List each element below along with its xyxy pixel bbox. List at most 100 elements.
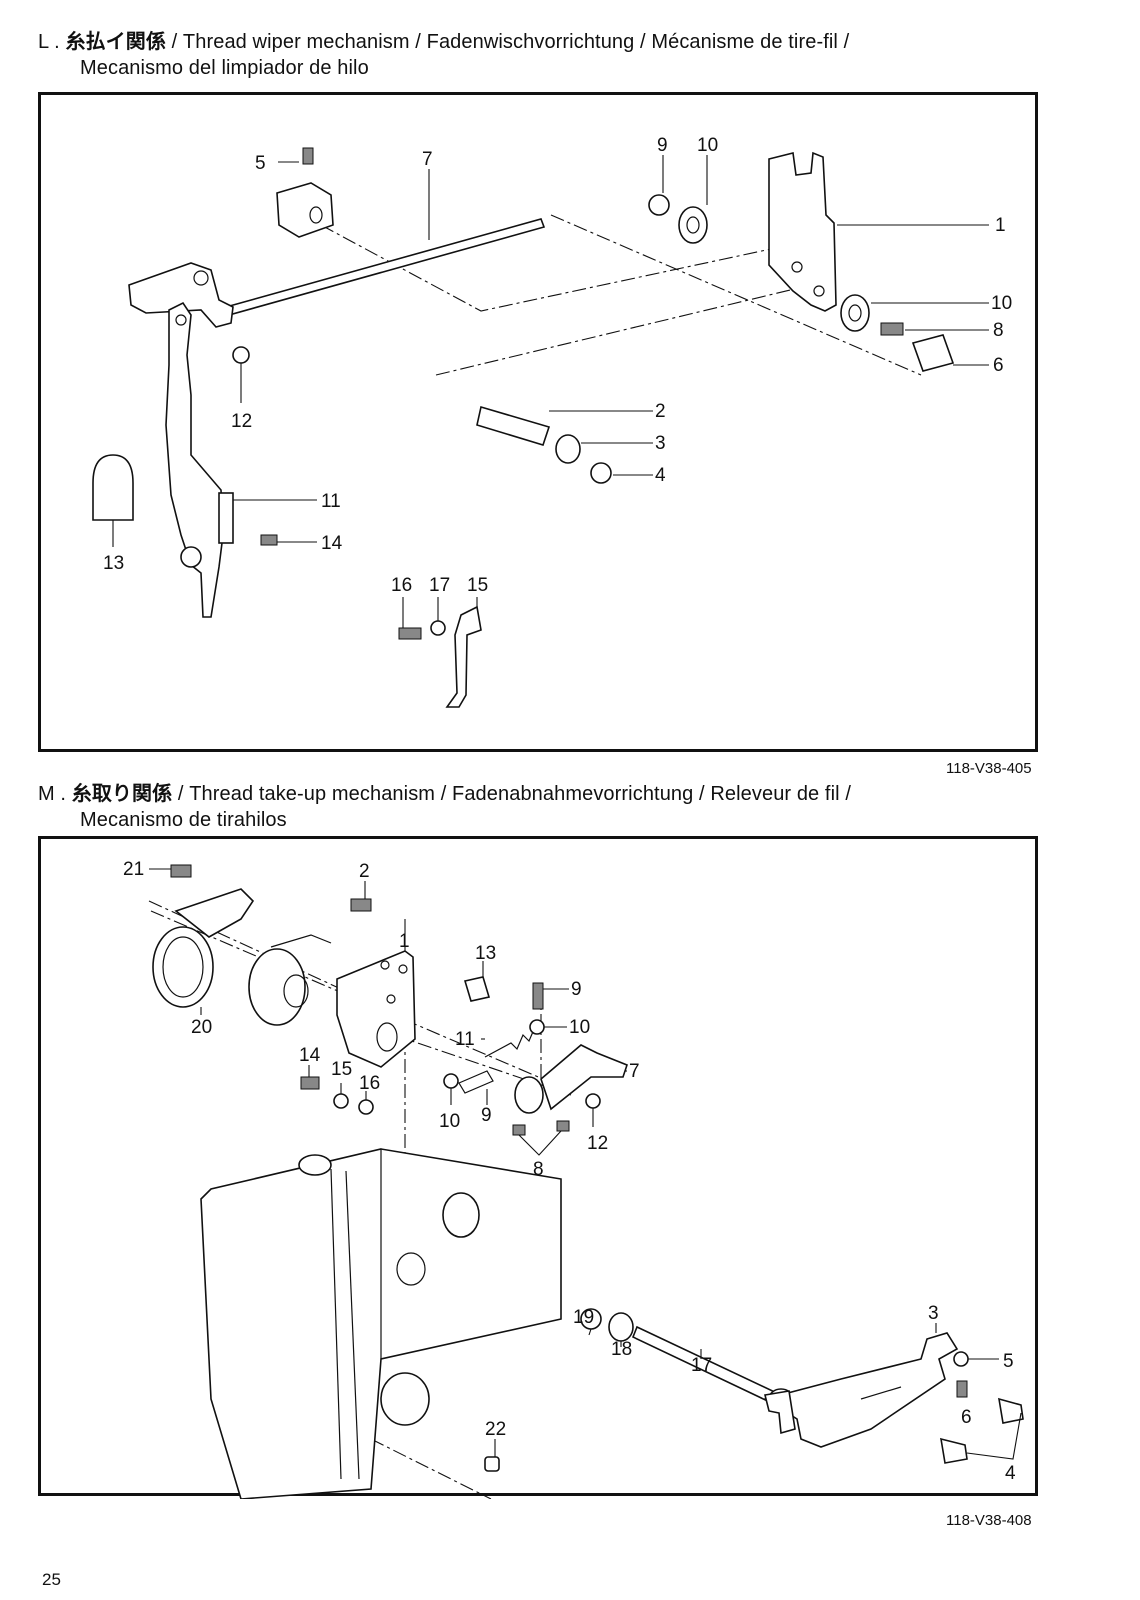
label-5: 5 bbox=[255, 153, 266, 174]
lever-pivot bbox=[180, 546, 202, 568]
cam-rod bbox=[270, 934, 332, 948]
part-12-ring bbox=[232, 346, 250, 364]
part-10-nut bbox=[529, 1019, 545, 1035]
label-1: 1 bbox=[995, 215, 1006, 236]
part-13-cap bbox=[92, 454, 134, 521]
label-1: 1 bbox=[399, 931, 410, 952]
label-15: 15 bbox=[331, 1059, 352, 1080]
plate-slot bbox=[376, 1022, 398, 1052]
washer-hole bbox=[686, 216, 700, 234]
section-l-heading: L . 糸払イ関係 / Thread wiper mechanism / Fad… bbox=[38, 28, 849, 81]
assembly-line bbox=[435, 284, 812, 376]
clamp-inner bbox=[162, 936, 204, 998]
section-m-subtitle: Mecanismo de tirahilos bbox=[80, 809, 287, 831]
section-m-heading: M . 糸取り関係 / Thread take-up mechanism / F… bbox=[38, 780, 851, 833]
wiper-lever bbox=[165, 301, 224, 618]
arm-edge bbox=[330, 1168, 342, 1480]
leader bbox=[966, 1412, 1022, 1460]
part-9-stud-lower bbox=[458, 1070, 494, 1094]
label-8: 8 bbox=[533, 1159, 544, 1180]
arm-oil-hole bbox=[298, 1154, 332, 1176]
plate-hole bbox=[398, 964, 408, 974]
label-8: 8 bbox=[993, 320, 1004, 341]
part-16-screw bbox=[398, 627, 422, 640]
label-17: 17 bbox=[691, 1355, 712, 1376]
part-2-screw bbox=[350, 898, 372, 912]
part-13-block bbox=[463, 976, 491, 1002]
part-4-screw bbox=[998, 1397, 1024, 1424]
label-22: 22 bbox=[485, 1419, 506, 1440]
section-l-subtitle: Mecanismo del limpiador de hilo bbox=[80, 57, 369, 79]
part-14-screw bbox=[300, 1076, 320, 1090]
part-10-washer bbox=[678, 206, 708, 244]
part-22-plug bbox=[484, 1456, 500, 1472]
label-13: 13 bbox=[475, 943, 496, 964]
part-5-nut bbox=[953, 1351, 969, 1367]
collar-hole bbox=[309, 206, 323, 224]
part-16-washer bbox=[358, 1099, 374, 1115]
part-10-nut bbox=[443, 1073, 459, 1089]
label-3: 3 bbox=[928, 1303, 939, 1324]
label-10-top: 10 bbox=[697, 135, 718, 156]
label-4: 4 bbox=[1005, 1463, 1016, 1484]
leader bbox=[518, 1130, 562, 1156]
arm-shaft-bore bbox=[442, 1192, 480, 1238]
label-6: 6 bbox=[993, 355, 1004, 376]
assembly-line bbox=[550, 214, 922, 376]
arm-edge bbox=[345, 1170, 360, 1480]
label-7: 7 bbox=[422, 149, 433, 170]
part-7-shaft bbox=[224, 218, 546, 316]
section-l-prefix: L . bbox=[38, 31, 66, 53]
part-4-screw bbox=[940, 1437, 968, 1464]
label-12: 12 bbox=[587, 1133, 608, 1154]
crank-hole bbox=[193, 270, 209, 286]
thread-guide-hub bbox=[514, 1076, 544, 1114]
label-14: 14 bbox=[299, 1045, 321, 1066]
part-3-washer bbox=[555, 434, 581, 464]
washer-hole bbox=[848, 304, 862, 322]
label-16: 16 bbox=[359, 1073, 380, 1094]
page-number: 25 bbox=[42, 1570, 61, 1589]
part-8-screw bbox=[556, 1120, 570, 1132]
plate-hole bbox=[380, 960, 390, 970]
label-10-lower: 10 bbox=[439, 1111, 460, 1132]
clamp-arm bbox=[174, 888, 255, 938]
part-12-screw bbox=[585, 1093, 601, 1109]
diagram-l-frame: 1 2 3 4 5 6 7 8 9 10 10 11 12 13 14 15 1… bbox=[38, 92, 1038, 752]
assembly-line bbox=[370, 1438, 492, 1499]
label-7: 7 bbox=[629, 1061, 640, 1082]
part-17-washer bbox=[430, 620, 446, 636]
bracket-hole bbox=[791, 261, 803, 273]
label-10: 10 bbox=[991, 293, 1012, 314]
crank-arm bbox=[128, 262, 234, 328]
figure-code-m: 118-V38-408 bbox=[946, 1512, 1032, 1529]
section-m-title: / Thread take-up mechanism / Fadenabnahm… bbox=[172, 783, 851, 805]
section-l-jp-title: 糸払イ関係 bbox=[65, 29, 166, 53]
part-15-hook bbox=[445, 605, 482, 708]
collar bbox=[276, 182, 334, 238]
lever-hole bbox=[175, 314, 187, 326]
assembly-line bbox=[320, 224, 772, 312]
bracket-hole bbox=[813, 285, 825, 297]
cam-hub bbox=[283, 974, 309, 1008]
label-13: 13 bbox=[103, 553, 124, 574]
diagram-m-svg: 1 2 3 4 5 6 7 8 9 9 10 10 11 12 13 14 15… bbox=[123, 859, 1024, 1499]
leader bbox=[588, 1328, 592, 1336]
part-11-pin bbox=[218, 492, 234, 544]
label-16: 16 bbox=[391, 575, 412, 596]
section-m-jp-title: 糸取り関係 bbox=[71, 781, 173, 805]
part-18-washer bbox=[608, 1312, 634, 1342]
label-5: 5 bbox=[1003, 1351, 1014, 1372]
part-1-bracket bbox=[768, 151, 837, 312]
part-8-screw bbox=[512, 1124, 526, 1136]
lever-slot bbox=[860, 1386, 902, 1400]
part-1-plate bbox=[336, 950, 416, 1068]
plate-hole bbox=[386, 994, 396, 1004]
part-11-spring bbox=[484, 1026, 536, 1058]
label-2: 2 bbox=[359, 861, 370, 882]
take-up-cam bbox=[248, 948, 306, 1026]
label-17: 17 bbox=[429, 575, 450, 596]
section-l-title: / Thread wiper mechanism / Fadenwischvor… bbox=[165, 31, 850, 53]
part-9-ring bbox=[648, 194, 670, 216]
section-m-prefix: M . bbox=[38, 783, 72, 805]
